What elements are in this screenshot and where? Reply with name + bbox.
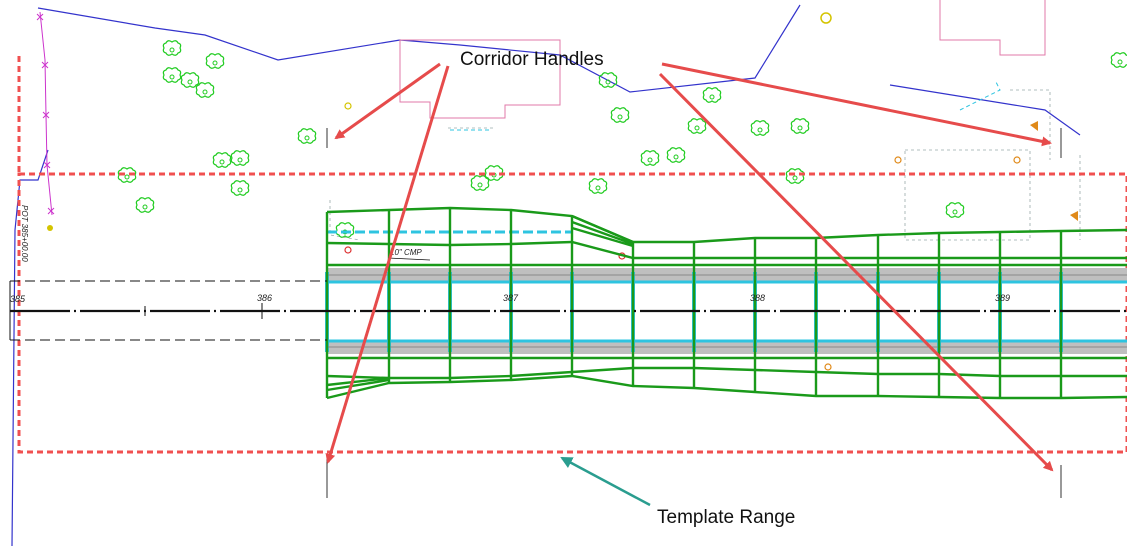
- station-label-386: 386: [257, 293, 272, 303]
- cyan-dashed-lines: [450, 79, 1001, 131]
- station-label-385: 385: [10, 294, 26, 304]
- template-range-arrow: [560, 456, 651, 507]
- arrow-to-end-top-handle: [661, 62, 1052, 147]
- corridor-handle-arrows: [325, 62, 1054, 472]
- dashed-structures: [329, 89, 1081, 241]
- corridor-handle-ticks: [326, 128, 1062, 498]
- pot-station-label: POT 385+00.00: [20, 205, 29, 262]
- alignment: [9, 280, 1127, 341]
- station-label-387: 387: [503, 293, 519, 303]
- corridor-handles-label: Corridor Handles: [460, 49, 604, 70]
- fence-line: [36, 11, 55, 216]
- utility-symbols: [47, 12, 1078, 371]
- template-range-label: Template Range: [657, 507, 795, 528]
- template-range-box: [17, 172, 1127, 454]
- trees: [117, 40, 1127, 238]
- culvert-leader: [387, 257, 431, 261]
- arrow-to-start-top-handle: [334, 62, 441, 140]
- building-outlines: [399, 0, 1046, 119]
- arrow-to-start-bottom-handle: [325, 65, 450, 464]
- culvert-label: 10" CMP: [390, 248, 422, 257]
- arrow-to-end-bottom-handle: [658, 72, 1054, 472]
- corridor-mesh: [325, 206, 1127, 400]
- station-label-388: 388: [750, 293, 765, 303]
- station-label-389: 389: [995, 293, 1010, 303]
